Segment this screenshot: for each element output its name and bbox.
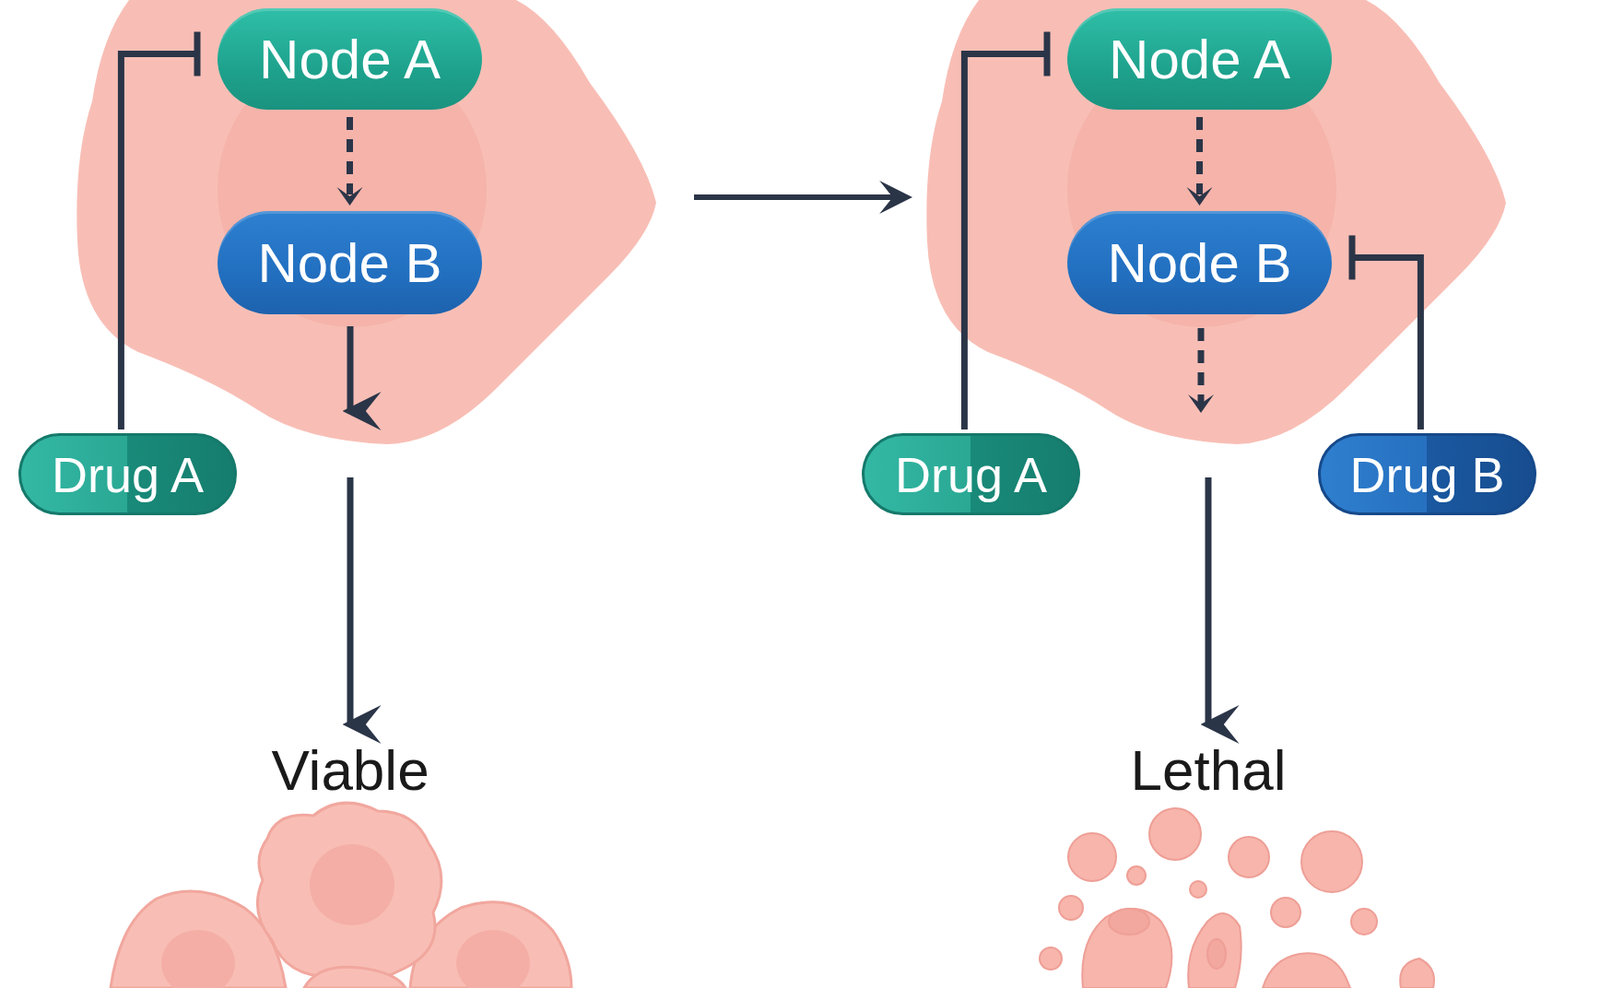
connector-start [1398,431,1443,433]
outcome-arrow [347,477,354,725]
node-text: Node B [257,231,442,295]
transition-arrow [694,194,906,200]
inhibition-bar [1044,32,1051,77]
node-text: Drug A [894,446,1048,504]
connector-line [346,117,353,195]
drug-pill: Drug B [1317,433,1537,516]
connector-line [964,54,1048,431]
target-node: Node A [1067,8,1332,110]
activation-arrow [1187,117,1213,206]
inhibition-line [1352,235,1443,432]
inhibition-line [98,32,198,433]
node-text: Node A [258,27,441,92]
target-node: Node A [217,8,483,110]
activation-arrow [337,117,364,206]
cell-body [76,0,657,445]
inhibition-bar [1349,235,1356,280]
node-text: Node A [1108,27,1291,92]
dead-cell-fragments [1039,808,1435,988]
node-text: Drug B [1349,446,1505,504]
inhibition-bar [194,32,201,77]
drug-pill: Drug A [18,433,237,516]
arrow-head [1188,394,1214,413]
inhibition-line [941,32,1048,433]
blocked-output-arrow [1198,328,1205,412]
connector-start [98,431,143,433]
outcome-arrow [1205,477,1212,725]
node-text: Node B [1106,231,1292,295]
cell-left [76,0,657,445]
connector-line [1196,117,1203,195]
node-text: Drug A [51,446,204,504]
output-arrow [347,326,354,412]
target-node: Node B [217,211,483,315]
cell-right [926,0,1506,445]
outcome-label: Viable [270,737,429,803]
drug-pill: Drug A [861,433,1081,516]
viable-cells [110,802,572,988]
arrow-head [337,187,364,206]
connector-line [1352,257,1421,430]
connector-line [120,54,198,431]
arrow-head [1187,187,1213,206]
target-node: Node B [1067,211,1332,315]
cell-body [926,0,1506,445]
outcome-label: Lethal [1130,737,1287,803]
connector-start [941,431,987,433]
